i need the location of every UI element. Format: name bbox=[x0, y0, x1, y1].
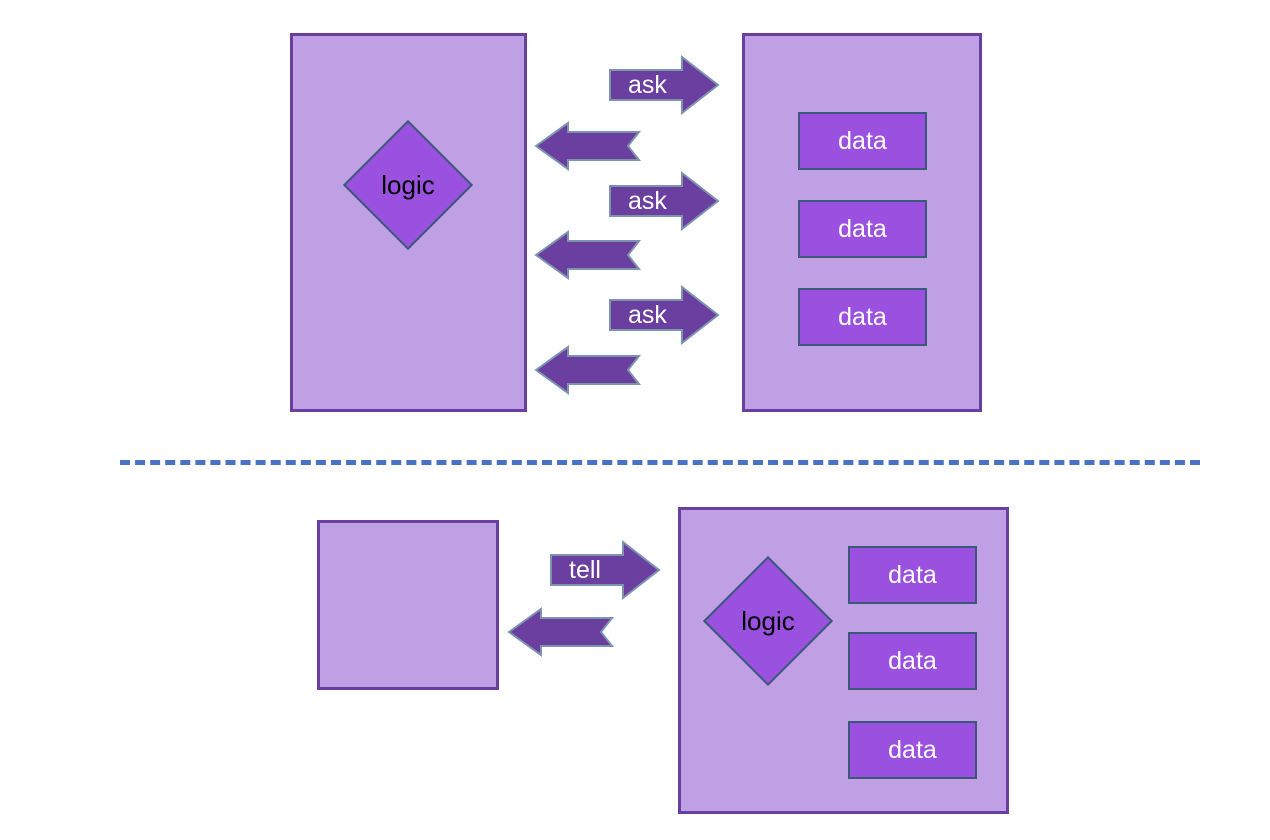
arrow-left-shape bbox=[534, 230, 642, 280]
arrow-left-shape bbox=[534, 345, 642, 395]
ask-arrow-right-2[interactable]: ask bbox=[609, 170, 720, 232]
tell-arrow-left[interactable] bbox=[507, 607, 615, 657]
ask-arrow-left-1[interactable] bbox=[534, 121, 642, 171]
tell-data-chip-1[interactable]: data bbox=[848, 546, 977, 604]
ask-logic-label: logic bbox=[381, 170, 435, 200]
ask-logic-node[interactable]: logic bbox=[342, 119, 474, 251]
ask-data-chip-3[interactable]: data bbox=[798, 288, 927, 346]
ask-arrow-right-1[interactable]: ask bbox=[609, 54, 720, 116]
arrow-right-shape bbox=[609, 54, 720, 116]
arrow-left-shape bbox=[507, 607, 615, 657]
arrow-right-shape bbox=[550, 539, 661, 601]
tell-logic-node[interactable]: logic bbox=[702, 555, 834, 687]
arrow-left-shape bbox=[534, 121, 642, 171]
ask-arrow-left-3[interactable] bbox=[534, 345, 642, 395]
ask-arrow-left-2[interactable] bbox=[534, 230, 642, 280]
arrow-right-shape bbox=[609, 284, 720, 346]
tell-logic-label: logic bbox=[741, 606, 795, 636]
tell-data-chip-2[interactable]: data bbox=[848, 632, 977, 690]
ask-data-chip-2[interactable]: data bbox=[798, 200, 927, 258]
tell-empty-container[interactable] bbox=[317, 520, 499, 690]
tell-data-chip-3[interactable]: data bbox=[848, 721, 977, 779]
tell-arrow-right[interactable]: tell bbox=[550, 539, 661, 601]
arrow-right-shape bbox=[609, 170, 720, 232]
ask-arrow-right-3[interactable]: ask bbox=[609, 284, 720, 346]
panel-divider bbox=[120, 460, 1200, 465]
ask-data-chip-1[interactable]: data bbox=[798, 112, 927, 170]
